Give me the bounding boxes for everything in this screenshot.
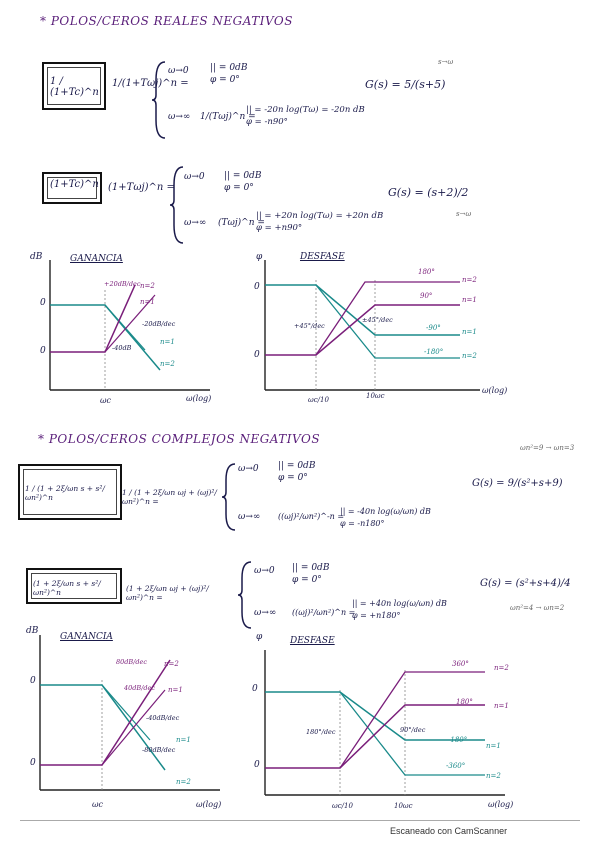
brace-1 (151, 61, 166, 139)
example-G-3: G(s) = 9/(s²+s+9) (472, 478, 563, 489)
gain-plot-real (49, 260, 210, 391)
example-G-4: G(s) = (s²+s+4)/4 (480, 578, 571, 589)
expr-pole-complex: 1 / (1 + 2ξ/ωn ωj + (ωj)²/ωn²)^n = (122, 488, 217, 506)
brace-3 (221, 463, 236, 531)
example-G-1: G(s) = 5/(s+5) (365, 78, 446, 91)
expr-zero-real: (1+Tωj)^n = (108, 182, 175, 193)
footer-watermark: Escaneado con CamScanner (390, 826, 508, 836)
plots-real (49, 260, 480, 391)
example-G-2: G(s) = (s+2)/2 (388, 186, 469, 199)
brace-4 (237, 561, 252, 629)
formula-box-zero-real: (1+Tc)^n (42, 172, 102, 204)
phase-plot-complex (264, 650, 505, 796)
formula-box-pole-real: 1 / (1+Tc)^n (42, 62, 106, 110)
plots-complex (39, 635, 505, 796)
footer-divider (20, 820, 580, 821)
phase-plot-real (264, 260, 480, 391)
gain-plot-complex (39, 635, 220, 791)
formula-box-zero-complex: (1 + 2ξ/ωn s + s²/ωn²)^n (26, 568, 122, 604)
expr-zero-complex: (1 + 2ξ/ωn ωj + (ωj)²/ωn²)^n = (126, 584, 209, 602)
section-title-complex: * POLOS/CEROS COMPLEJOS NEGATIVOS (38, 432, 321, 446)
formula-box-pole-complex: 1 / (1 + 2ξ/ωn s + s²/ωn²)^n (18, 464, 122, 520)
expr-pole-real: 1/(1+Tωj)^n = (112, 78, 189, 89)
section-title-real: * POLOS/CEROS REALES NEGATIVOS (40, 14, 293, 28)
brace-2 (169, 166, 184, 244)
